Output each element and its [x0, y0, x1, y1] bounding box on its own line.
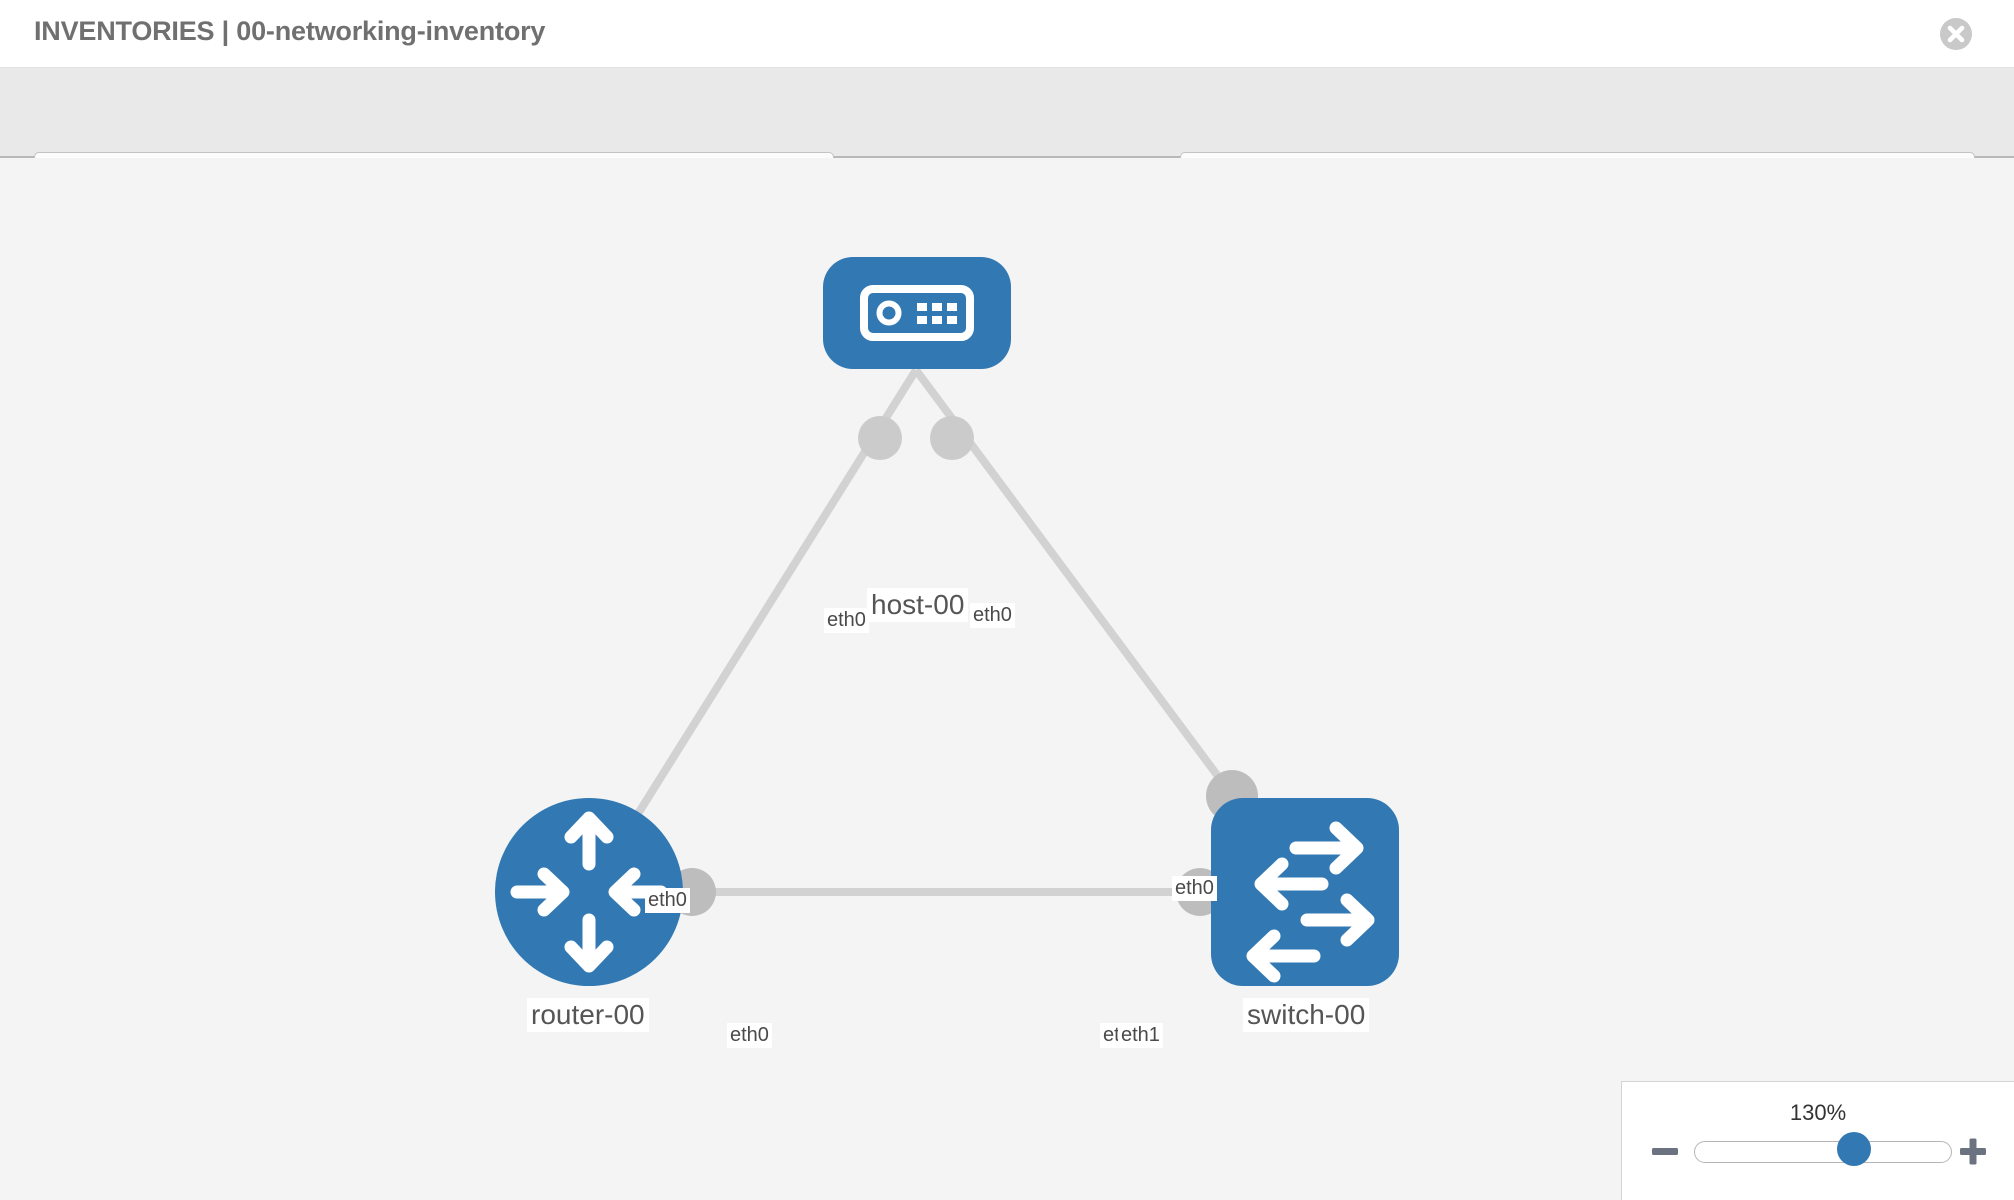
plus-icon[interactable]: [1956, 1134, 1990, 1168]
topology-connectors: [668, 416, 1258, 916]
router-arrows-icon: [510, 811, 668, 973]
zoom-slider-thumb[interactable]: [1836, 1132, 1871, 1166]
connector-host-left: [858, 416, 902, 460]
zoom-level-label: 130%: [1789, 1100, 1847, 1125]
node-label-switch-00: switch-00: [1243, 998, 1370, 1032]
zoom-slider-track[interactable]: [1694, 1141, 1952, 1163]
node-host-00: [823, 257, 1011, 369]
node-switch-00: [1211, 798, 1399, 986]
link-host-router: [585, 367, 920, 895]
topology-canvas[interactable]: eth0 eth0 eth0 eth0 eth0 eth0 eth1 host-…: [0, 158, 2014, 1200]
iface-label-router-right: eth0: [727, 1023, 772, 1048]
iface-label-host-left: eth0: [824, 608, 869, 633]
server-device-icon: [860, 285, 974, 341]
page-header: INVENTORIES | 00-networking-inventory: [0, 0, 2014, 68]
node-router-00: [495, 798, 683, 986]
topology-graph: [495, 257, 1399, 986]
iface-label-host-right: eth0: [970, 603, 1015, 628]
close-icon[interactable]: [1938, 16, 1974, 52]
iface-label-router-up: eth0: [645, 888, 690, 913]
toolbar: ACTIONS SEARCH: [0, 68, 2014, 210]
switch-arrows-icon: [1246, 821, 1375, 983]
page-title: INVENTORIES | 00-networking-inventory: [34, 16, 546, 46]
node-label-host-00: host-00: [867, 588, 969, 622]
iface-label-switch-up: eth0: [1172, 876, 1217, 901]
node-label-router-00: router-00: [527, 998, 649, 1032]
minus-icon[interactable]: [1648, 1134, 1682, 1168]
iface-label-switch-eth1: eth1: [1118, 1023, 1163, 1048]
connector-host-right: [930, 416, 974, 460]
zoom-control-panel: 130%: [1621, 1081, 2014, 1200]
